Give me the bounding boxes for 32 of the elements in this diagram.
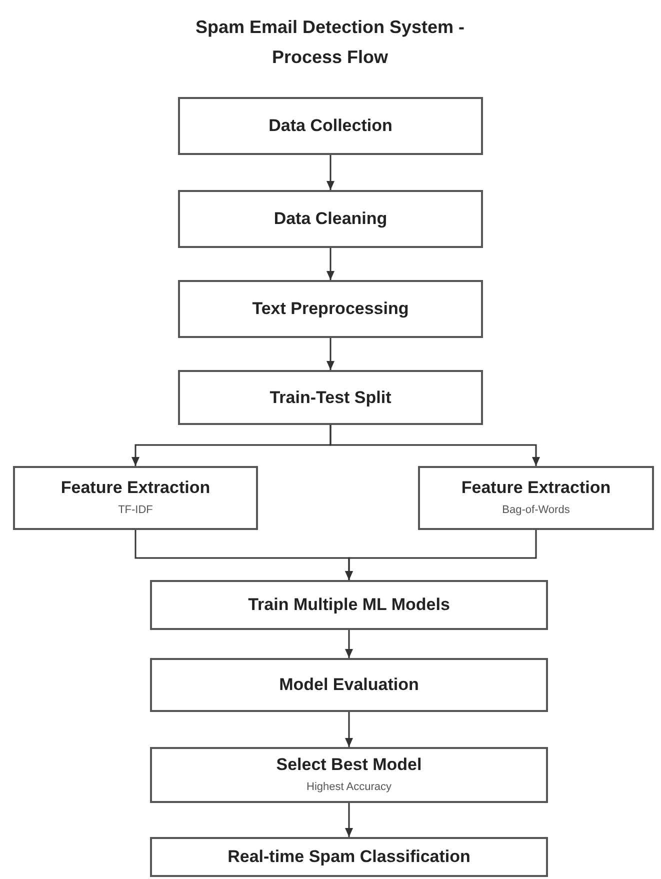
arrow bbox=[345, 712, 353, 747]
step-title: Real-time Spam Classification bbox=[228, 846, 470, 868]
arrow bbox=[345, 530, 537, 580]
step-title: Train Multiple ML Models bbox=[248, 594, 450, 616]
step-title: Text Preprocessing bbox=[252, 298, 409, 320]
process-box bbox=[150, 747, 548, 803]
step-title: Model Evaluation bbox=[279, 674, 419, 696]
process-box bbox=[178, 190, 483, 248]
process-box bbox=[178, 97, 483, 155]
arrow bbox=[326, 155, 334, 190]
arrow bbox=[345, 630, 353, 658]
step-detail: TF-IDF bbox=[118, 503, 153, 518]
process-box bbox=[178, 370, 483, 425]
diagram-title: Spam Email Detection System - Process Flow bbox=[194, 16, 466, 69]
arrow bbox=[330, 425, 540, 466]
arrow bbox=[326, 248, 334, 280]
process-box bbox=[418, 466, 654, 530]
step-title: Train-Test Split bbox=[270, 386, 392, 408]
step-title: Feature Extraction bbox=[461, 477, 611, 498]
arrow bbox=[326, 338, 334, 370]
step-detail: Highest Accuracy bbox=[306, 780, 392, 796]
step-title: Select Best Model bbox=[276, 754, 422, 776]
step-title: Data Collection bbox=[268, 115, 392, 137]
process-box bbox=[150, 658, 548, 712]
arrow bbox=[345, 803, 353, 837]
step-detail: Bag-of-Words bbox=[502, 503, 570, 518]
process-box bbox=[150, 837, 548, 877]
step-title: Feature Extraction bbox=[60, 477, 210, 498]
process-box bbox=[150, 580, 548, 630]
process-box bbox=[178, 280, 483, 338]
step-title: Data Cleaning bbox=[274, 208, 388, 230]
process-box bbox=[13, 466, 258, 530]
